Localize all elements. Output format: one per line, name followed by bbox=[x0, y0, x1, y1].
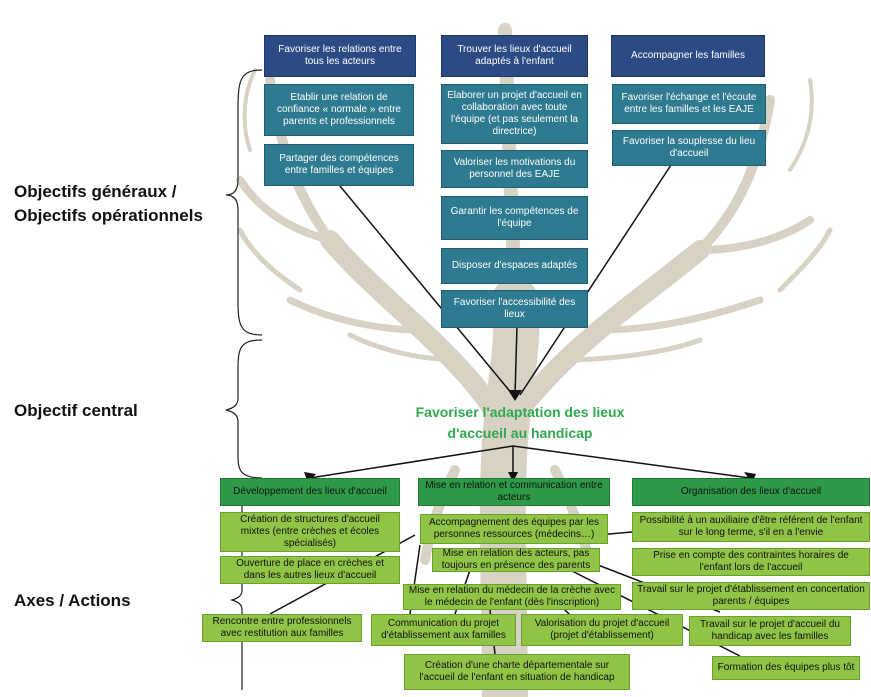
general-objective-relations: Favoriser les relations entre tous les a… bbox=[264, 35, 416, 77]
axis-organisation: Organisation des lieux d'accueil bbox=[632, 478, 870, 506]
action-valorisation-projet: Valorisation du projet d'accueil (projet… bbox=[521, 614, 683, 646]
label-axes-actions: Axes / Actions bbox=[14, 591, 131, 610]
action-charte-departementale: Création d'une charte départementale sur… bbox=[404, 654, 630, 690]
action-ouverture-places: Ouverture de place en crèches et dans le… bbox=[220, 556, 400, 584]
label-objectif-central: Objectif central bbox=[14, 401, 138, 420]
op-objective-partager-competences: Partager des compétences entre familles … bbox=[264, 144, 414, 186]
action-auxiliaire-referent: Possibilité à un auxiliaire d'être référ… bbox=[632, 512, 870, 542]
action-accompagnement-equipes: Accompagnement des équipes par les perso… bbox=[420, 514, 608, 544]
axis-developpement: Développement des lieux d'accueil bbox=[220, 478, 400, 506]
op-objective-souplesse: Favoriser la souplesse du lieu d'accueil bbox=[612, 130, 766, 166]
op-objective-echange-ecoute: Favoriser l'échange et l'écoute entre le… bbox=[612, 84, 766, 124]
action-contraintes-horaires: Prise en compte des contraintes horaires… bbox=[632, 548, 870, 576]
op-objective-projet-accueil: Elaborer un projet d'accueil en collabor… bbox=[441, 84, 588, 144]
op-objective-relation-confiance: Etablir une relation de confiance « norm… bbox=[264, 84, 414, 136]
action-communication-projet: Communication du projet d'établissement … bbox=[371, 614, 516, 646]
op-objective-motivations: Valoriser les motivations du personnel d… bbox=[441, 150, 588, 188]
axis-mise-en-relation: Mise en relation et communication entre … bbox=[418, 478, 610, 506]
op-objective-accessibilite: Favoriser l'accessibilité des lieux bbox=[441, 290, 588, 328]
op-objective-espaces-adaptes: Disposer d'espaces adaptés bbox=[441, 248, 588, 284]
action-projet-etablissement-concertation: Travail sur le projet d'établissement en… bbox=[632, 582, 870, 610]
general-objective-lieux-adaptes: Trouver les lieux d'accueil adaptés à l'… bbox=[441, 35, 588, 77]
op-objective-competences-equipe: Garantir les compétences de l'équipe bbox=[441, 196, 588, 240]
central-objective-line2: d'accueil au handicap bbox=[447, 425, 593, 441]
central-objective: Favoriser l'adaptation des lieux d'accue… bbox=[380, 402, 660, 444]
action-projet-accueil-handicap: Travail sur le projet d'accueil du handi… bbox=[689, 616, 851, 646]
action-formation-equipes: Formation des équipes plus tôt bbox=[712, 656, 860, 680]
label-objectifs-generaux: Objectifs généraux / bbox=[14, 182, 177, 201]
action-medecin-creche: Mise en relation du médecin de la crèche… bbox=[403, 584, 621, 610]
bracket-lines bbox=[225, 69, 263, 690]
general-objective-accompagner: Accompagner les familles bbox=[611, 35, 765, 77]
action-mise-en-relation-acteurs: Mise en relation des acteurs, pas toujou… bbox=[432, 548, 600, 572]
action-rencontre-professionnels: Rencontre entre professionnels avec rest… bbox=[202, 614, 362, 642]
label-objectifs-operationnels: Objectifs opérationnels bbox=[14, 206, 203, 225]
action-structures-mixtes: Création de structures d'accueil mixtes … bbox=[220, 512, 400, 552]
central-objective-line1: Favoriser l'adaptation des lieux bbox=[415, 404, 625, 420]
